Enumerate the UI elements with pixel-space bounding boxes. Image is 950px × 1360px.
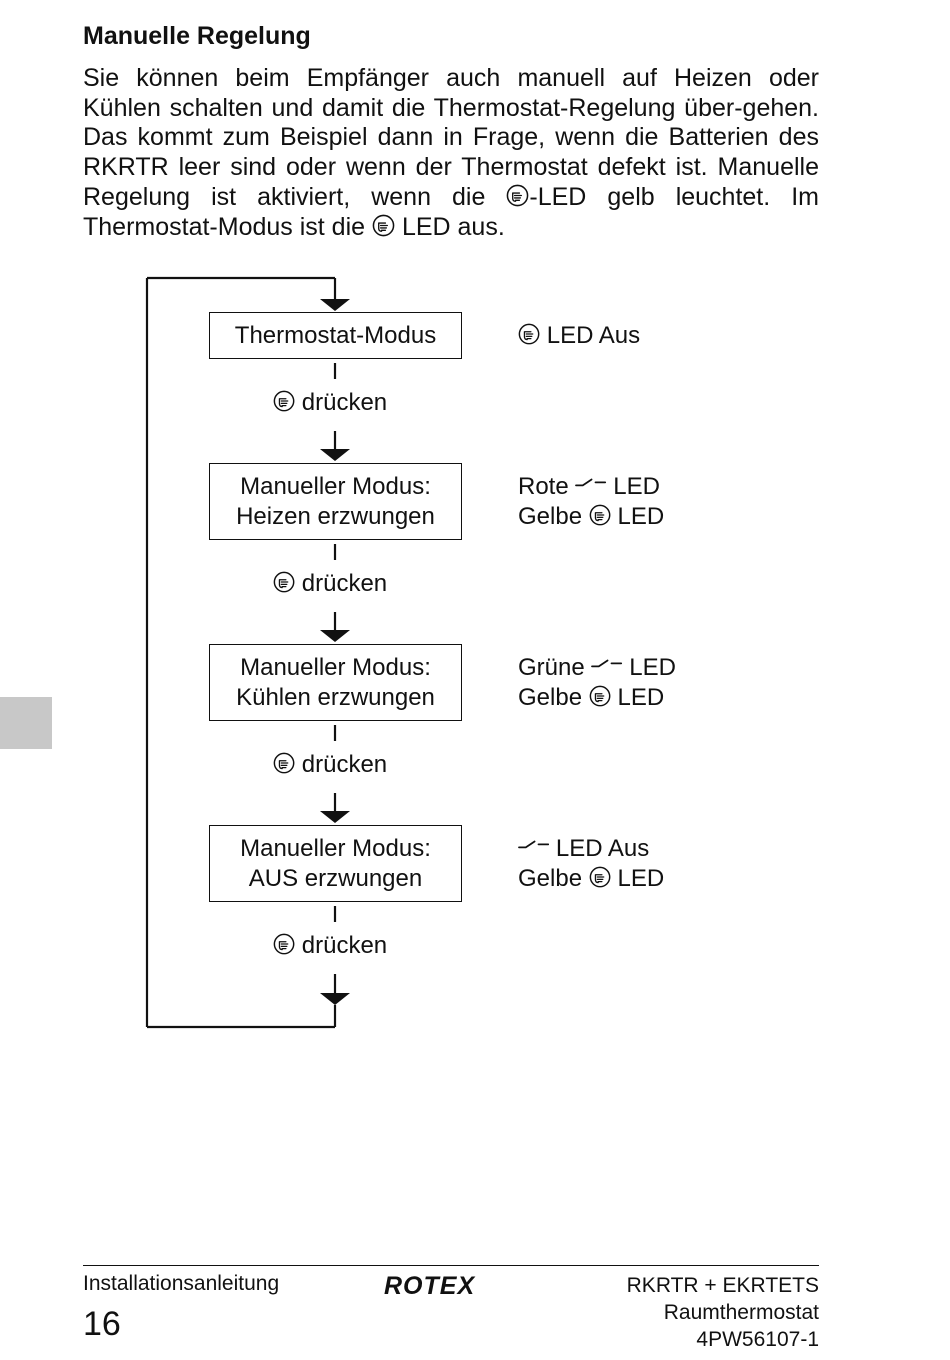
switch-icon xyxy=(575,474,607,491)
led-color-label: Rote xyxy=(518,473,569,500)
led-color-label: Gelbe xyxy=(518,502,583,530)
hand-icon xyxy=(273,752,295,774)
intro-text-1: Sie können beim Empfänger auch manuell a… xyxy=(83,64,819,211)
led-status-line: Gelbe LED xyxy=(518,683,676,713)
page-number: 16 xyxy=(83,1305,121,1343)
arrow-head xyxy=(320,449,350,461)
arrow-head xyxy=(320,630,350,642)
footer-rule xyxy=(83,1265,819,1266)
led-state-label: LED Aus xyxy=(555,835,650,862)
mode-box-line: Heizen erzwungen xyxy=(236,502,435,530)
led-status-line: LED Aus xyxy=(518,834,664,864)
led-status-line: LED Aus xyxy=(518,321,640,351)
led-state-label: LED xyxy=(617,683,665,711)
mode-box-line: Kühlen erzwungen xyxy=(236,683,435,711)
footer-product-info: RKRTR + EKRTETS Raumthermostat 4PW56107-… xyxy=(627,1272,819,1353)
led-state-label: LED xyxy=(617,864,665,892)
led-status: LED Aus xyxy=(518,321,640,351)
mode-box-line: AUS erzwungen xyxy=(248,864,423,892)
hand-icon xyxy=(589,866,611,888)
mode-box: Thermostat-Modus xyxy=(209,312,462,359)
intro-text-3: LED aus. xyxy=(395,212,505,241)
footer-product-line-2: Raumthermostat xyxy=(663,1301,819,1324)
switch-icon xyxy=(591,655,623,672)
footer-doc-number: 4PW56107-1 xyxy=(696,1328,819,1351)
brand-logo: ROTEX xyxy=(384,1272,476,1300)
led-status-line: Rote LED xyxy=(518,472,664,502)
mode-box-line: Manueller Modus: xyxy=(240,654,431,681)
arrow-head xyxy=(320,299,350,311)
arrow-head xyxy=(320,811,350,823)
switch-icon xyxy=(518,836,550,853)
hand-icon xyxy=(273,933,295,955)
led-state-label: LED Aus xyxy=(546,321,641,349)
led-status-line: Gelbe LED xyxy=(518,502,664,532)
mode-box-line: Manueller Modus: xyxy=(240,835,431,862)
mode-box: Manueller Modus:AUS erzwungen xyxy=(209,825,462,902)
intro-text-2: -LED gelb leuchtet. Im Thermostat-Modus … xyxy=(83,182,820,241)
footer-product-line-1: RKRTR + EKRTETS xyxy=(626,1274,819,1297)
press-instruction: drücken xyxy=(273,389,387,417)
press-instruction: drücken xyxy=(273,570,387,598)
led-status-line: Gelbe LED xyxy=(518,864,664,894)
hand-icon xyxy=(589,685,611,707)
led-color-label: Gelbe xyxy=(518,864,583,892)
section-heading: Manuelle Regelung xyxy=(83,22,311,50)
led-state-label: LED xyxy=(629,654,676,681)
led-state-label: LED xyxy=(617,502,665,530)
hand-icon xyxy=(273,571,295,593)
hand-icon xyxy=(589,504,611,526)
led-color-label: Gelbe xyxy=(518,683,583,711)
press-label: drücken xyxy=(301,389,388,416)
hand-icon xyxy=(518,323,540,345)
mode-box: Manueller Modus:Heizen erzwungen xyxy=(209,463,462,540)
led-state-label: LED xyxy=(613,473,660,500)
chapter-tab xyxy=(0,697,52,749)
led-color-label: Grüne xyxy=(518,654,585,681)
hand-icon xyxy=(506,184,529,207)
hand-icon xyxy=(273,390,295,412)
led-status-line: Grüne LED xyxy=(518,653,676,683)
press-instruction: drücken xyxy=(273,751,387,779)
hand-icon xyxy=(372,214,395,237)
press-label: drücken xyxy=(301,751,388,778)
arrow-head xyxy=(320,993,350,1005)
mode-box: Manueller Modus:Kühlen erzwungen xyxy=(209,644,462,721)
intro-paragraph: Sie können beim Empfänger auch manuell a… xyxy=(83,64,819,242)
mode-box-line: Manueller Modus: xyxy=(240,473,431,500)
press-label: drücken xyxy=(301,570,388,597)
press-label: drücken xyxy=(301,932,388,959)
mode-box-line: Thermostat-Modus xyxy=(234,321,437,349)
press-instruction: drücken xyxy=(273,932,387,960)
footer-doc-type: Installationsanleitung xyxy=(83,1272,280,1295)
